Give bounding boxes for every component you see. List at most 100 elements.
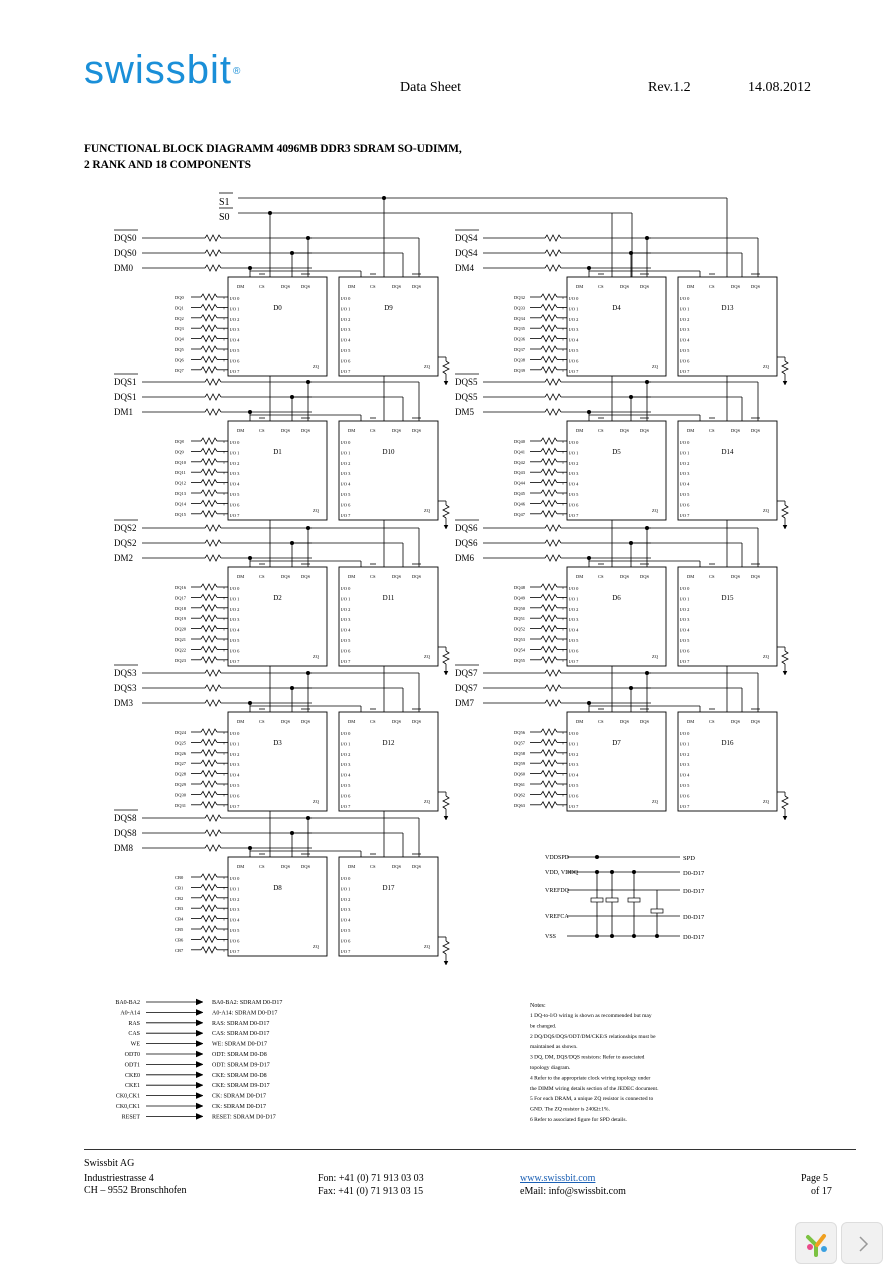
resistor-symbol bbox=[200, 324, 218, 333]
chip-io-pin: I/O 3 bbox=[230, 907, 240, 912]
dq-label: DQ49 bbox=[514, 595, 526, 600]
resistor-symbol bbox=[200, 593, 218, 602]
chip-label: D6 bbox=[612, 594, 621, 602]
footer-email: eMail: info@swissbit.com bbox=[520, 1186, 626, 1197]
resistor-symbol bbox=[204, 249, 222, 257]
chip-top-pin: DM bbox=[348, 428, 355, 433]
note-line-9: GND. The ZQ resistor is 240Ω±1%. bbox=[530, 1107, 610, 1113]
signal-source-1: A0-A14 bbox=[120, 1010, 140, 1016]
chip-top-pin: DQS bbox=[392, 428, 401, 433]
chip-io-pin: I/O 0 bbox=[680, 296, 690, 301]
chip-io-pin: I/O 3 bbox=[569, 617, 579, 622]
chip-top-pin: DQS bbox=[301, 864, 310, 869]
chip-io-pin: I/O 6 bbox=[230, 938, 240, 943]
footer-city: CH – 9552 Bronschhofen bbox=[84, 1185, 187, 1196]
chip-io-pin: I/O 4 bbox=[680, 482, 690, 487]
chip-top-pin: DM bbox=[687, 574, 694, 579]
resistor-symbol bbox=[540, 345, 558, 353]
decoupling-cap bbox=[650, 908, 664, 914]
resistor-symbol bbox=[200, 499, 218, 508]
dq-label: DQ45 bbox=[514, 491, 526, 496]
footer-web-link[interactable]: www.swissbit.com bbox=[520, 1173, 596, 1184]
chip-io-pin: I/O 1 bbox=[680, 450, 689, 455]
dq-label: DQ2 bbox=[175, 316, 184, 321]
resistor-symbol bbox=[204, 234, 222, 242]
chip-top-pin: DM bbox=[687, 284, 694, 289]
dq-label: DQ10 bbox=[175, 460, 187, 465]
arrow-head bbox=[195, 1081, 204, 1089]
chip-io-pin: I/O 0 bbox=[569, 586, 579, 591]
chip-io-pin: I/O 4 bbox=[341, 482, 351, 487]
resistor-symbol bbox=[544, 669, 562, 677]
dq-label: DQ47 bbox=[514, 512, 526, 517]
dq-label: DQ56 bbox=[514, 730, 526, 735]
junction-dot bbox=[595, 934, 599, 938]
dq-label: DQ26 bbox=[175, 751, 187, 756]
sdram-chip-D13 bbox=[677, 276, 778, 377]
dq-label: DQ53 bbox=[514, 637, 526, 642]
sdram-chip-D15 bbox=[677, 566, 778, 667]
arrow-head bbox=[195, 1040, 204, 1047]
dq-label: DQ59 bbox=[514, 761, 526, 766]
dq-label: CB4 bbox=[175, 917, 184, 922]
note-line-2: 2 DQ/DQS/DQS/ODT/DM/CKE/S relationships … bbox=[530, 1034, 656, 1040]
chip-top-pin: CS bbox=[259, 284, 265, 289]
decoupling-cap bbox=[590, 897, 604, 903]
chip-io-pin: I/O 3 bbox=[341, 617, 351, 622]
resistor-symbol bbox=[200, 489, 218, 497]
resistor-symbol bbox=[200, 635, 218, 643]
next-page-button[interactable] bbox=[841, 1222, 883, 1264]
viewer-logo-button[interactable] bbox=[795, 1222, 837, 1264]
chip-top-pin: DM bbox=[348, 574, 355, 579]
sdram-chip-D2 bbox=[227, 566, 328, 667]
chip-io-pin: I/O 3 bbox=[341, 907, 351, 912]
chip-io-pin: I/O 3 bbox=[230, 327, 240, 332]
resistor-symbol bbox=[200, 614, 218, 623]
chip-top-pin: DQS bbox=[731, 719, 740, 724]
signal-label-dqs: DQS3 bbox=[114, 683, 137, 693]
chip-label: D8 bbox=[273, 884, 282, 892]
resistor-symbol bbox=[540, 759, 558, 768]
power-target-1: D0-D17 bbox=[683, 870, 705, 877]
dq-label: DQ18 bbox=[175, 606, 187, 611]
chip-top-pin: DQS bbox=[751, 574, 760, 579]
signal-dest-11: RESET: SDRAM D0-D17 bbox=[212, 1114, 276, 1120]
resistor-symbol bbox=[200, 313, 218, 322]
signal-label-dqs_bar: DQS3 bbox=[114, 668, 137, 678]
arrow-head bbox=[195, 1009, 204, 1016]
sdram-chip-D14 bbox=[677, 420, 778, 521]
dq-label: DQ20 bbox=[175, 627, 187, 632]
dq-label: DQ12 bbox=[175, 481, 186, 486]
signal-label-dqs: DQS5 bbox=[455, 392, 478, 402]
resistor-symbol bbox=[540, 478, 558, 487]
chip-io-pin: I/O 0 bbox=[569, 296, 579, 301]
chip-top-pin: DQS bbox=[281, 284, 290, 289]
signal-source-2: RAS bbox=[128, 1021, 140, 1027]
chip-io-pin: I/O 7 bbox=[341, 659, 351, 664]
dq-label: DQ11 bbox=[175, 470, 186, 475]
dq-label: DQ7 bbox=[175, 368, 184, 373]
resistor-symbol bbox=[442, 795, 450, 810]
chip-top-pin: CS bbox=[709, 719, 715, 724]
chip-io-pin: I/O 1 bbox=[569, 306, 578, 311]
chip-io-pin: I/O 2 bbox=[680, 752, 689, 757]
arrow-head bbox=[195, 1092, 204, 1099]
chip-zq-pin: ZQ bbox=[763, 364, 770, 369]
chip-label: D9 bbox=[384, 304, 393, 312]
chip-io-pin: I/O 7 bbox=[341, 949, 351, 954]
signal-label-dqs_bar: DQS2 bbox=[114, 523, 137, 533]
signal-dest-1: A0-A14: SDRAM D0-D17 bbox=[212, 1010, 277, 1016]
junction-dot bbox=[248, 701, 252, 705]
note-line-0: 1 DQ-to-I/O wiring is shown as recommend… bbox=[530, 1013, 652, 1019]
signal-label-dm: DM0 bbox=[114, 263, 134, 273]
resistor-symbol bbox=[204, 539, 222, 547]
resistor-symbol bbox=[540, 645, 558, 654]
resistor-symbol bbox=[200, 645, 218, 654]
resistor-symbol bbox=[544, 264, 562, 272]
signal-dest-3: CAS: SDRAM D0-D17 bbox=[212, 1031, 269, 1037]
chip-io-pin: I/O 1 bbox=[341, 886, 350, 891]
chip-top-pin: DQS bbox=[412, 428, 421, 433]
dq-label: DQ40 bbox=[514, 439, 526, 444]
chip-io-pin: I/O 3 bbox=[569, 471, 579, 476]
